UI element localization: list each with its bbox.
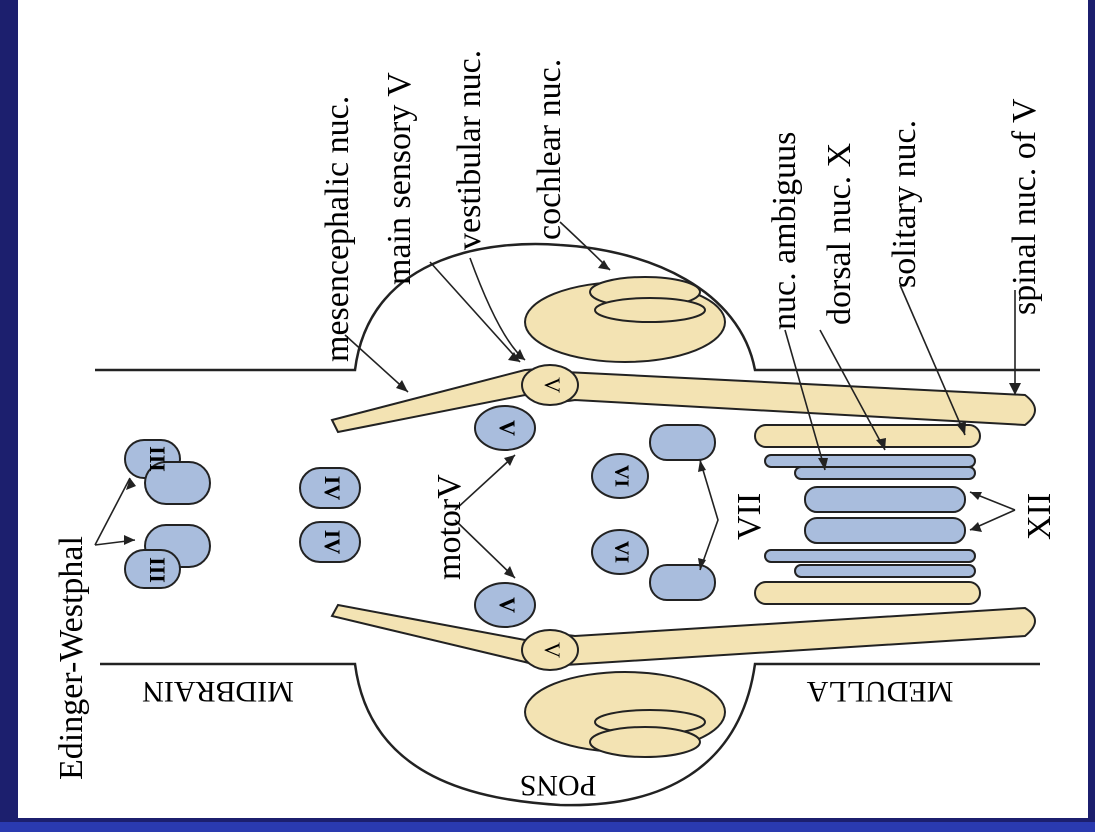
- region-label-medulla: MEDULLA: [806, 675, 953, 708]
- cochlear-nucleus-top-2: [595, 298, 705, 322]
- label-main-sensory: main sensory V: [381, 72, 418, 285]
- solitary-nucleus-top: [755, 425, 980, 447]
- label-vii: VII: [731, 493, 768, 540]
- main-sensory-v-bottom-label: V: [540, 642, 565, 658]
- region-label-pons: PONS: [520, 769, 597, 802]
- nucleus-ambiguus-top: [795, 467, 975, 479]
- hypoglossal-nucleus-top: [805, 487, 965, 512]
- region-label-midbrain: MIDBRAIN: [142, 675, 294, 708]
- oculomotor-nucleus-1-label: III: [145, 446, 170, 472]
- dorsal-nucleus-x-top: [765, 455, 975, 467]
- trochlear-nucleus-bottom-label: IV: [320, 530, 345, 555]
- nucleus-ambiguus-bottom: [795, 565, 975, 577]
- hypoglossal-nucleus-bottom: [805, 518, 965, 543]
- dorsal-nucleus-x-bottom: [765, 550, 975, 562]
- label-edinger-westphal: Edinger-Westphal: [53, 536, 90, 780]
- main-sensory-v-top-label: V: [540, 377, 565, 393]
- label-ambiguus: nuc. ambiguus: [766, 132, 803, 330]
- trochlear-nucleus-top-label: IV: [320, 476, 345, 501]
- label-dorsal-x: dorsal nuc. X: [821, 143, 858, 325]
- label-spinal-v: spinal nuc. of V: [1006, 98, 1043, 315]
- facial-nucleus-top: [650, 425, 715, 460]
- bottom-bar: [0, 822, 1095, 832]
- motor-v-nucleus-bottom-label: V: [495, 597, 520, 613]
- abducens-nucleus-top-label: VI: [610, 465, 632, 487]
- label-cochlear: cochlear nuc.: [531, 59, 568, 240]
- label-mesencephalic: mesencephalic nuc.: [319, 96, 356, 362]
- label-solitary: solitary nuc.: [886, 120, 923, 288]
- oculomotor-nucleus-4-label: III: [145, 557, 170, 583]
- label-xii: XII: [1021, 493, 1058, 540]
- cochlear-nucleus-bottom-2: [590, 727, 700, 757]
- label-motor-v: motorV: [431, 474, 468, 580]
- abducens-nucleus-bottom-label: VI: [610, 541, 632, 563]
- solitary-nucleus-bottom: [755, 582, 980, 604]
- facial-nucleus-bottom: [650, 565, 715, 600]
- label-vestibular: vestibular nuc.: [451, 50, 488, 250]
- motor-v-nucleus-top-label: V: [495, 420, 520, 436]
